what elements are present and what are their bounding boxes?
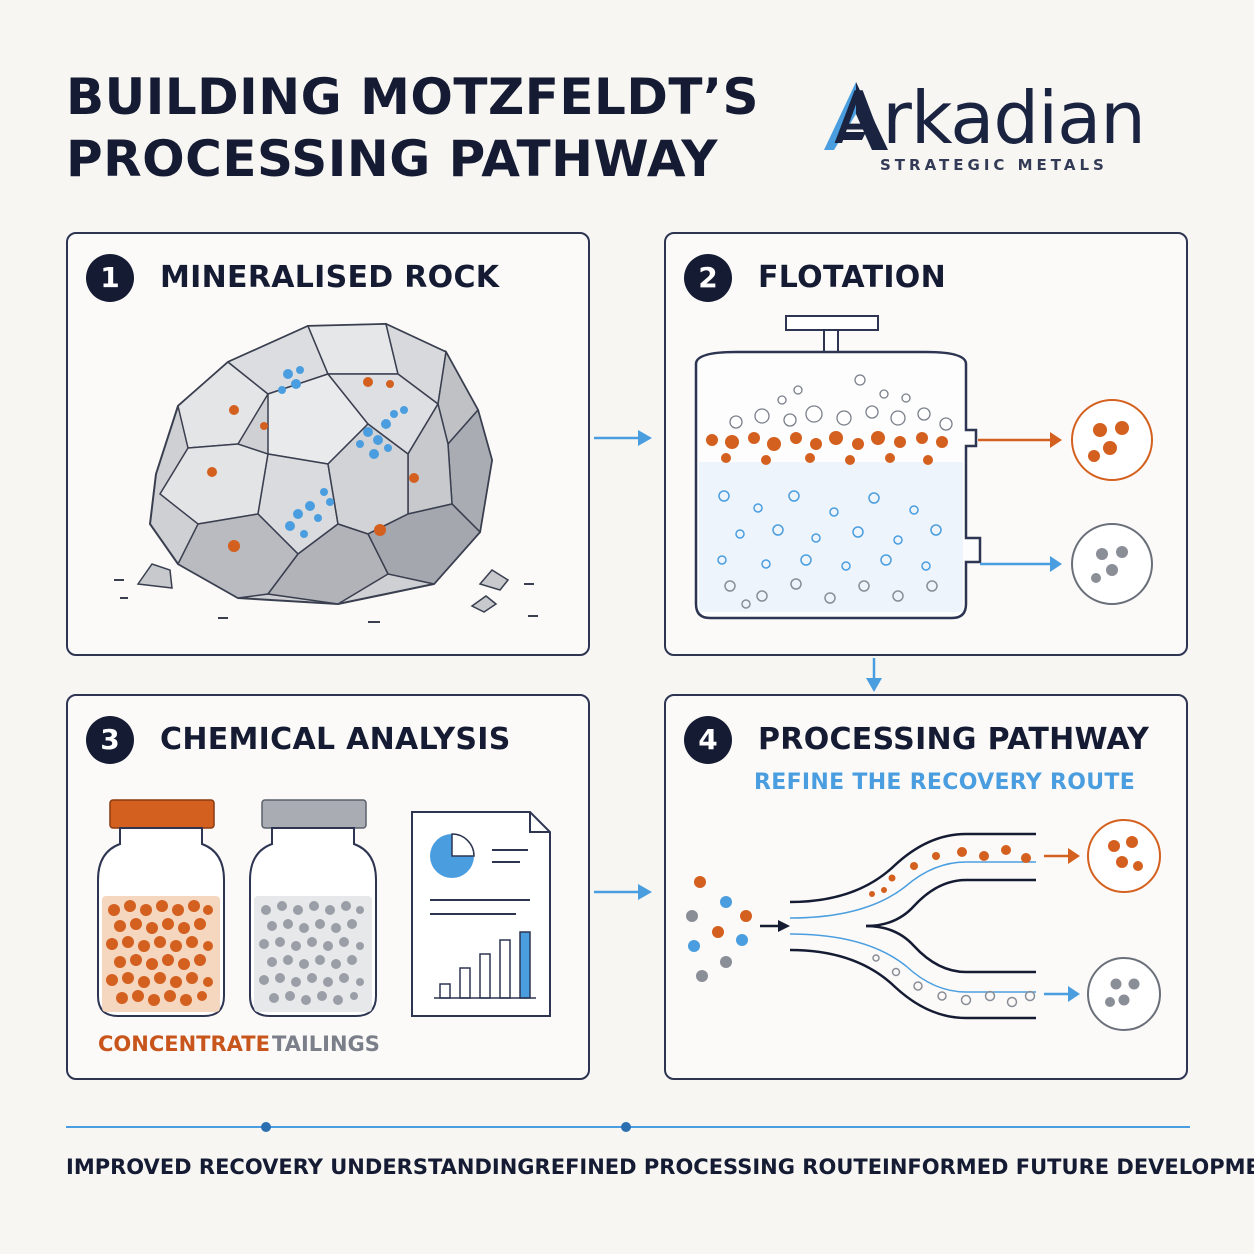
flotation-cell-illustration <box>694 315 1153 620</box>
panel-chemical-analysis: 3 CHEMICAL ANALYSIS <box>66 694 590 1080</box>
panel-title-3: CHEMICAL ANALYSIS <box>160 722 511 757</box>
panel-title-2: FLOTATION <box>758 260 947 295</box>
rock-illustration <box>114 322 538 623</box>
step-badge-4: 4 <box>684 716 732 764</box>
arrow-concentrate-icon <box>1050 432 1062 448</box>
footer-item-2: REFINED PROCESSING ROUTE <box>534 1155 883 1179</box>
panel-subtitle-4: REFINE THE RECOVERY ROUTE <box>754 770 1136 795</box>
step-badge-2: 2 <box>684 254 732 302</box>
company-logo: Arkadian STRATEGIC METALS <box>822 78 1192 178</box>
tailings-stream-particles <box>872 954 1036 1008</box>
concentrate-output-icon <box>1071 399 1153 481</box>
mixed-feed-particles <box>686 876 752 982</box>
bar-chart-icon <box>434 931 536 999</box>
arrow-3-to-4-icon <box>594 884 652 900</box>
rock-fragments <box>114 563 538 623</box>
footer-item-1: IMPROVED RECOVERY UNDERSTANDING <box>66 1155 535 1179</box>
footer-divider <box>66 1122 1190 1132</box>
tailings-particles-grey <box>724 578 938 609</box>
froth-particles-orange <box>706 431 948 465</box>
tailings-product-icon <box>1087 957 1161 1031</box>
tailings-jar-icon <box>249 799 377 1017</box>
arrow-feed-icon <box>778 920 790 932</box>
splitting-channel <box>789 832 1036 1020</box>
footer-item-3: INFORMED FUTURE DEVELOPMENT <box>882 1155 1254 1179</box>
panel-title-4: PROCESSING PATHWAY <box>758 722 1150 757</box>
panel-processing-pathway: 4 PROCESSING PATHWAY REFINE THE RECOVERY… <box>664 694 1188 1080</box>
logo-name: Arkadian <box>834 76 1146 160</box>
logo-tagline: STRATEGIC METALS <box>880 156 1108 174</box>
panel-flotation: 2 FLOTATION <box>664 232 1188 656</box>
logo-a-mark-icon <box>824 82 888 150</box>
tailings-output-icon <box>1071 523 1153 605</box>
arrow-tailings-out-icon <box>1068 986 1080 1002</box>
page-title: BUILDING MOTZFELDT’S PROCESSING PATHWAY <box>66 66 759 190</box>
rock-icon <box>148 322 494 606</box>
concentrate-jar-icon <box>97 799 225 1017</box>
arrow-1-to-2-icon <box>594 430 652 446</box>
panel-mineralised-rock: 1 MINERALISED ROCK <box>66 232 590 656</box>
concentrate-product-icon <box>1087 819 1161 893</box>
concentrate-label: CONCENTRATE <box>98 1032 270 1056</box>
tailings-label: TAILINGS <box>272 1032 380 1056</box>
arrow-tailings-icon <box>1050 556 1062 572</box>
analysis-report-icon <box>411 811 551 1017</box>
pathway-split-illustration <box>686 819 1161 1031</box>
froth-bubbles <box>729 374 953 431</box>
footer-outcomes: IMPROVED RECOVERY UNDERSTANDING REFINED … <box>66 1155 1254 1179</box>
page-title-line-2: PROCESSING PATHWAY <box>66 130 719 188</box>
sample-jars-illustration <box>97 799 551 1017</box>
air-bubbles-blue <box>717 490 942 571</box>
arrow-concentrate-out-icon <box>1068 848 1080 864</box>
concentrate-stream-particles <box>869 845 1031 897</box>
logo-wordmark: Arkadian <box>834 76 1146 160</box>
arrow-2-to-4-icon <box>866 658 882 692</box>
step-badge-3: 3 <box>86 716 134 764</box>
page-title-line-1: BUILDING MOTZFELDT’S <box>66 68 759 126</box>
step-badge-1: 1 <box>86 254 134 302</box>
panel-title-1: MINERALISED ROCK <box>160 260 500 295</box>
